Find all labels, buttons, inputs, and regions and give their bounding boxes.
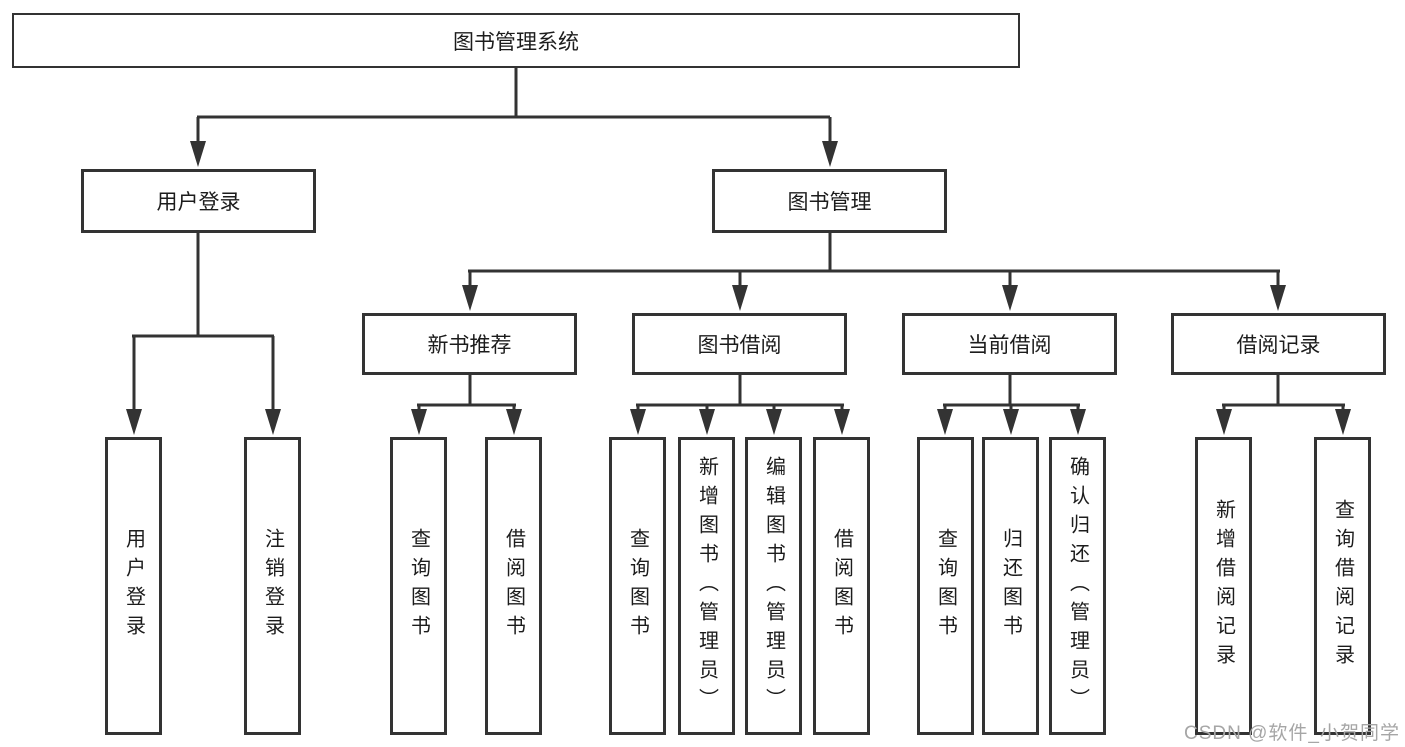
arrow-icon bbox=[732, 285, 748, 311]
arrow-icon bbox=[1070, 409, 1086, 435]
node-new-book-recommend: 新书推荐 bbox=[362, 313, 577, 375]
node-label: 注销登录 bbox=[261, 528, 284, 644]
node-label: 借阅记录 bbox=[1236, 334, 1321, 357]
node-label: 确认归还（管理员） bbox=[1066, 455, 1089, 717]
leaf-edit-book-admin: 编辑图书（管理员） bbox=[745, 437, 802, 735]
arrow-icon bbox=[822, 141, 838, 167]
node-label: 查询图书 bbox=[626, 528, 649, 644]
arrow-icon bbox=[766, 409, 782, 435]
arrow-icon bbox=[190, 141, 206, 167]
arrow-icon bbox=[462, 285, 478, 311]
node-label: 当前借阅 bbox=[967, 334, 1052, 357]
edge-borrow-records-to-leaves bbox=[1222, 374, 1345, 414]
node-library-management-system: 图书管理系统 bbox=[12, 13, 1020, 68]
node-label: 归还图书 bbox=[999, 528, 1022, 644]
arrow-icon bbox=[1270, 285, 1286, 311]
edge-root-to-level2 bbox=[196, 68, 832, 146]
node-user-login: 用户登录 bbox=[81, 169, 316, 233]
leaf-logout: 注销登录 bbox=[244, 437, 301, 735]
node-label: 编辑图书（管理员） bbox=[762, 455, 785, 717]
arrow-icon bbox=[834, 409, 850, 435]
node-label: 用户登录 bbox=[156, 191, 241, 214]
edge-current-borrow-to-leaves bbox=[943, 374, 1080, 414]
arrow-icon bbox=[630, 409, 646, 435]
edge-user-login-to-leaves bbox=[132, 232, 275, 414]
node-label: 查询图书 bbox=[934, 528, 957, 644]
leaf-return-book: 归还图书 bbox=[982, 437, 1039, 735]
watermark: CSDN @软件_小贺同学 bbox=[1184, 723, 1400, 744]
arrow-icon bbox=[411, 409, 427, 435]
leaf-borrow-book-1: 借阅图书 bbox=[485, 437, 542, 735]
node-label: 图书借阅 bbox=[697, 334, 782, 357]
node-label: 查询图书 bbox=[407, 528, 430, 644]
leaf-add-borrow-record: 新增借阅记录 bbox=[1195, 437, 1252, 735]
leaf-query-book-3: 查询图书 bbox=[917, 437, 974, 735]
arrow-icon bbox=[699, 409, 715, 435]
edge-new-book-rec-to-leaves bbox=[417, 374, 516, 414]
node-label: 查询借阅记录 bbox=[1331, 499, 1354, 673]
node-label: 新书推荐 bbox=[427, 334, 512, 357]
node-current-borrowing: 当前借阅 bbox=[902, 313, 1117, 375]
node-book-management: 图书管理 bbox=[712, 169, 947, 233]
leaf-query-book-2: 查询图书 bbox=[609, 437, 666, 735]
edge-book-mgmt-to-level3 bbox=[468, 232, 1280, 290]
leaf-confirm-return-admin: 确认归还（管理员） bbox=[1049, 437, 1106, 735]
arrow-icon bbox=[937, 409, 953, 435]
node-label: 借阅图书 bbox=[830, 528, 853, 644]
node-label: 新增借阅记录 bbox=[1212, 499, 1235, 673]
arrow-icon bbox=[1002, 285, 1018, 311]
leaf-borrow-book-2: 借阅图书 bbox=[813, 437, 870, 735]
arrow-icon bbox=[1335, 409, 1351, 435]
node-book-borrowing: 图书借阅 bbox=[632, 313, 847, 375]
leaf-query-book-1: 查询图书 bbox=[390, 437, 447, 735]
leaf-user-login: 用户登录 bbox=[105, 437, 162, 735]
node-borrowing-records: 借阅记录 bbox=[1171, 313, 1386, 375]
arrow-icon bbox=[506, 409, 522, 435]
leaf-query-borrow-record: 查询借阅记录 bbox=[1314, 437, 1371, 735]
arrow-icon bbox=[265, 409, 281, 435]
node-label: 借阅图书 bbox=[502, 528, 525, 644]
node-label: 图书管理系统 bbox=[453, 30, 579, 54]
arrow-icon bbox=[1003, 409, 1019, 435]
leaf-add-book-admin: 新增图书（管理员） bbox=[678, 437, 735, 735]
arrow-icon bbox=[126, 409, 142, 435]
arrow-icon bbox=[1216, 409, 1232, 435]
node-label: 用户登录 bbox=[122, 528, 145, 644]
node-label: 新增图书（管理员） bbox=[695, 455, 718, 717]
edge-book-borrow-to-leaves bbox=[636, 374, 844, 414]
node-label: 图书管理 bbox=[787, 191, 872, 214]
